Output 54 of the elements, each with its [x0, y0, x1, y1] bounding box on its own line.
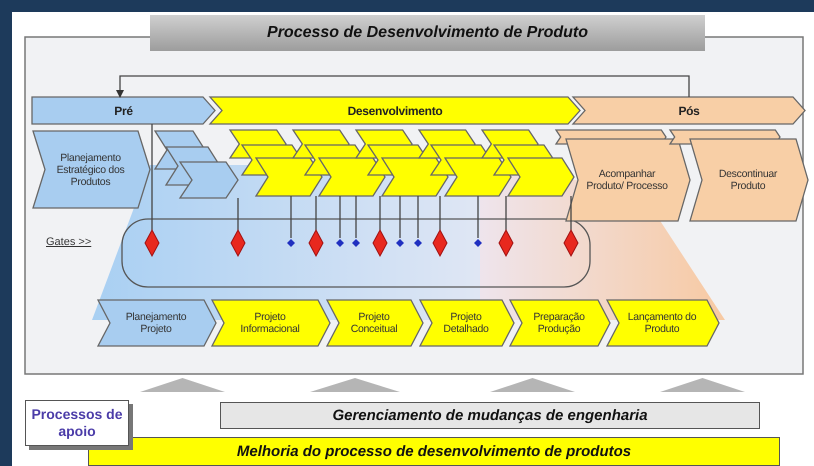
- connector-line: [477, 196, 479, 238]
- phase-label: Pré: [113, 104, 134, 116]
- connector-line: [355, 196, 357, 238]
- connector-line: [505, 196, 507, 230]
- connector-line: [417, 196, 419, 238]
- phase-band: [573, 97, 805, 124]
- gate-diamond: [231, 230, 245, 256]
- connector-line: [379, 196, 381, 230]
- connector-line: [151, 124, 153, 230]
- process-step: [508, 158, 574, 196]
- phase-band: [32, 97, 215, 124]
- process-step: [98, 300, 216, 346]
- step-label: Descontinuar Produto: [718, 168, 778, 192]
- process-step: [33, 131, 150, 208]
- support-bar: Melhoria do processo de desenvolvimento de produtos: [88, 437, 780, 466]
- connector-line: [339, 196, 341, 238]
- process-step: [607, 300, 719, 346]
- phase-band: [210, 97, 580, 124]
- title-tab: Processo de Desenvolvimento de Produto: [150, 15, 705, 51]
- phase-label: Pós: [677, 104, 701, 116]
- support-triangle: [490, 378, 575, 392]
- process-step: [256, 158, 322, 196]
- gate-diamond: [433, 230, 447, 256]
- process-step: [212, 300, 330, 346]
- connector-line: [399, 196, 401, 238]
- step-label: Acompanhar Produto/ Processo: [585, 168, 669, 192]
- process-step: [180, 162, 238, 198]
- step-label: Projeto Informacional: [239, 311, 301, 335]
- gates-label: Gates >>: [46, 236, 92, 248]
- step-label: Projeto Detalhado: [442, 311, 490, 335]
- step-label: Projeto Conceitual: [350, 311, 398, 335]
- process-step: [319, 158, 385, 196]
- connector-line: [570, 196, 572, 230]
- step-label: Planejamento Estratégico dos Produtos: [56, 152, 126, 188]
- gate-diamond: [499, 230, 513, 256]
- connector-line: [237, 198, 239, 230]
- support-triangle: [140, 378, 225, 392]
- phase-label: Desenvolvimento: [346, 104, 444, 116]
- gate-diamond: [309, 230, 323, 256]
- process-step: [382, 158, 448, 196]
- support-triangle: [660, 378, 745, 392]
- connector-line: [290, 196, 292, 238]
- step-label: Planejamento Projeto: [124, 311, 188, 335]
- support-bar: Gerenciamento de mudanças de engenharia: [220, 402, 760, 429]
- gate-diamond: [145, 230, 159, 256]
- connector-line: [315, 196, 317, 230]
- process-step: [445, 158, 511, 196]
- step-label: Preparação Produção: [532, 311, 586, 335]
- step-label: Lançamento do Produto: [626, 311, 698, 335]
- gate-diamond: [373, 230, 387, 256]
- support-triangle: [310, 378, 400, 392]
- connector-line: [439, 196, 441, 230]
- feedback-arrow: [116, 75, 690, 98]
- gate-diamond: [564, 230, 578, 256]
